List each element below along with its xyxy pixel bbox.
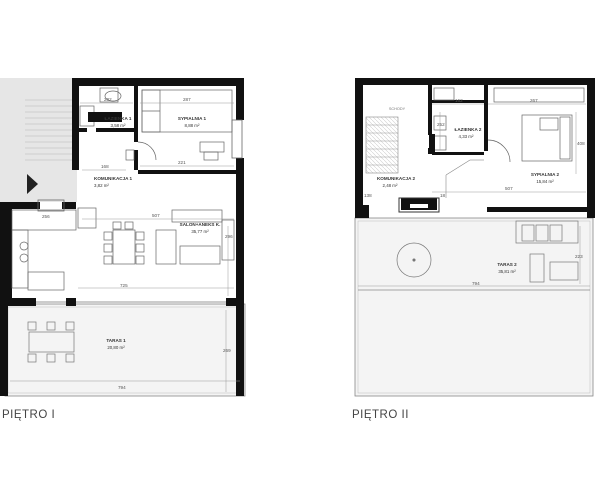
room-label-bathroom-2: ŁAZIENKA 2	[455, 127, 482, 132]
terrace-1-area	[4, 303, 246, 397]
room-label-terrace-1: TARAS 1	[106, 338, 126, 343]
room-label-bedroom-2: SYPIALNIA 2	[531, 172, 560, 177]
room-area-living-room: 35,77 m²	[191, 229, 209, 234]
floor-2-title: PIĘTRO II	[352, 409, 409, 421]
room-label-living-room: SALON+ANEKS K.	[180, 222, 221, 227]
kitchen-furniture	[11, 207, 97, 291]
stairwell-area	[0, 78, 77, 202]
floor-1-plan: ŁAZIENKA 1 3,58 m² SYPIALNIA 1 8,88 m² K…	[0, 78, 246, 397]
dim-label: 507	[152, 213, 160, 218]
dim-label: 269	[223, 348, 231, 353]
bedroom-2-furniture	[487, 87, 585, 163]
room-area-hall-2: 2,48 m²	[383, 183, 398, 188]
dim-label: 221	[178, 160, 186, 165]
bedroom-1-furniture	[137, 89, 233, 161]
dim-label: 223	[575, 254, 583, 259]
dining-set	[103, 221, 145, 265]
dim-label: 296	[225, 234, 233, 239]
dim-label: 252	[437, 122, 445, 127]
dim-label: 18	[440, 193, 446, 198]
walls-floor-1	[0, 78, 244, 396]
terrace-2-furniture	[396, 220, 579, 283]
dim-label: 162	[455, 98, 463, 103]
room-area-terrace-2: 35,81 m²	[498, 269, 516, 274]
stairs-label: SCHODY	[389, 107, 406, 111]
dimension-lines-floor-2	[358, 103, 590, 287]
dim-label: 168	[101, 164, 109, 169]
room-area-terrace-1: 20,80 m²	[107, 345, 125, 350]
room-area-bedroom-1: 8,88 m²	[185, 123, 200, 128]
dim-label: 794	[118, 385, 126, 390]
dim-label: 202	[104, 97, 112, 102]
window-kitchen	[37, 199, 65, 212]
bathroom-2-vanity	[429, 134, 435, 152]
entry-arrow-icon	[27, 174, 38, 194]
room-area-bedroom-2: 15,84 m²	[536, 179, 554, 184]
stairs-floor-2	[365, 116, 399, 174]
bathroom-1-vanity	[88, 112, 122, 122]
dim-label: 287	[183, 97, 191, 102]
stairs-floor-1	[25, 99, 75, 161]
dimension-labels-floor-2: 162 267 252 408 507 138 18 794 223	[364, 98, 585, 286]
room-label-terrace-2: TARAS 2	[497, 262, 517, 267]
terrace-1-furniture	[27, 321, 75, 363]
dim-label: 256	[42, 214, 50, 219]
floor-1-title: PIĘTRO I	[2, 409, 56, 421]
room-label-bathroom-1: ŁAZIENKA 1	[105, 116, 132, 121]
dim-label: 138	[364, 193, 372, 198]
hall-2-geometry	[445, 159, 484, 198]
room-label-bedroom-1: SYPIALNIA 1	[178, 116, 207, 121]
dim-label: 794	[472, 281, 480, 286]
dimension-labels-floor-1: 202 287 168 221 256 507 296 725 794 269	[42, 97, 233, 390]
room-label-hall-1: KOMUNIKACJA 1	[94, 176, 133, 181]
terrace-2-area	[354, 217, 594, 397]
dim-label: 267	[530, 98, 538, 103]
window-bedroom-1	[231, 119, 243, 159]
living-room-furniture	[155, 209, 235, 265]
dim-label: 507	[505, 186, 513, 191]
floor-2-plan: SCHODY ŁAZIENKA 2 4,33 m² SYPIALNIA 2 15…	[354, 78, 595, 397]
room-area-bathroom-2: 4,33 m²	[459, 134, 474, 139]
room-area-bathroom-1: 3,58 m²	[111, 123, 126, 128]
room-area-hall-1: 3,82 m²	[94, 183, 109, 188]
room-label-hall-2: KOMUNIKACJA 2	[377, 176, 416, 181]
dim-label: 725	[120, 283, 128, 288]
dim-label: 408	[577, 141, 585, 146]
dimension-lines-floor-1	[10, 102, 240, 392]
